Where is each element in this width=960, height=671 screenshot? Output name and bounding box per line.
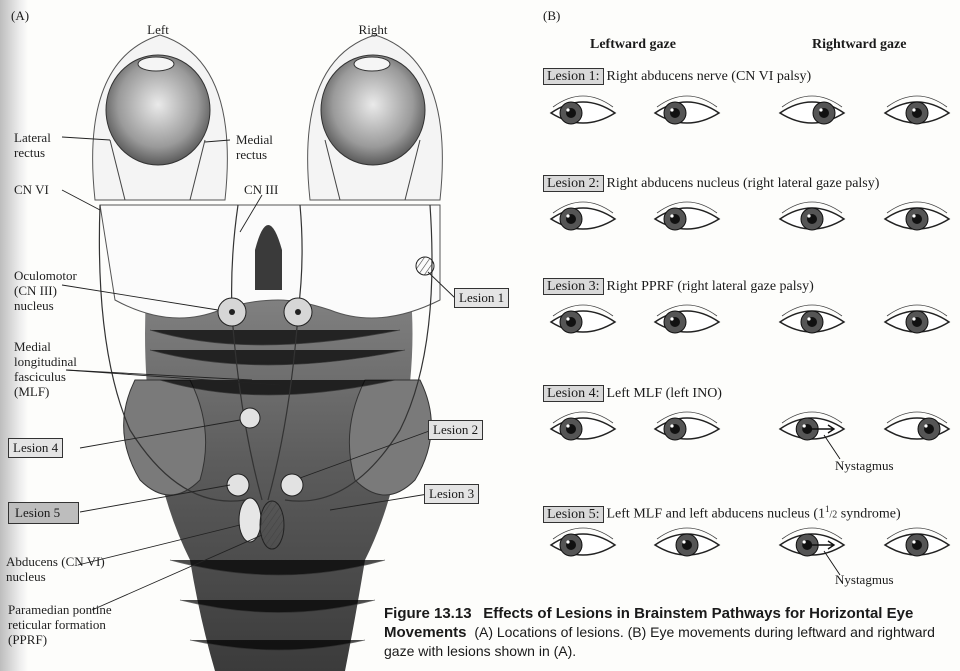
mlf-node-4: [239, 407, 261, 429]
gaze-eye: [778, 201, 846, 231]
gaze-eye: [883, 527, 951, 557]
gaze-eye: [653, 304, 721, 334]
medial-rectus-label: Medial rectus: [236, 132, 273, 162]
gaze-eye: [653, 411, 721, 441]
lesion-3-label: Lesion 3: [424, 484, 480, 504]
nerve-pathways: [98, 204, 433, 502]
left-eye-orbit: [92, 34, 228, 201]
oculomotor-label: Oculomotor (CN III) nucleus: [14, 268, 77, 313]
right-eye-orbit: [307, 34, 443, 201]
gaze-eye: [549, 95, 617, 125]
gaze-eye: [883, 201, 951, 231]
row-lesion-3: Lesion 3:Right PPRF (right lateral gaze …: [543, 278, 814, 296]
lesion-1-label: Lesion 1: [454, 288, 510, 308]
cn-vi-label: CN VI: [14, 182, 49, 197]
row-lesion-1: Lesion 1:Right abducens nerve (CN VI pal…: [543, 68, 811, 86]
leader-lines: [61, 136, 456, 611]
gaze-eye: [778, 95, 846, 125]
left-peduncle: [123, 379, 207, 496]
right-peduncle: [348, 379, 432, 496]
page-edge-shadow: [0, 0, 28, 671]
gaze-eye: [883, 411, 951, 441]
gaze-eye: [778, 304, 846, 334]
rightward-gaze-header: Rightward gaze: [812, 37, 907, 52]
panel-b-tag: (B): [543, 8, 561, 23]
gaze-eye: [549, 411, 617, 441]
lesion-1-marker: [415, 256, 435, 276]
figure-caption: Figure 13.13 Effects of Lesions in Brain…: [384, 604, 954, 661]
mlf-label: Medial longitudinal fasciculus (MLF): [14, 339, 77, 399]
nystagmus-leader: [823, 550, 841, 576]
abducens-nucleus-left: [226, 473, 250, 497]
abducens-label: Abducens (CN VI) nucleus: [6, 554, 105, 584]
pprf-right: [259, 500, 285, 550]
panel-a-tag: (A): [11, 8, 30, 23]
pprf-label: Paramedian pontine reticular formation (…: [8, 602, 112, 647]
leftward-gaze-header: Leftward gaze: [590, 37, 676, 52]
right-label: Right: [358, 22, 388, 37]
lesion-2-label: Lesion 2: [428, 420, 484, 440]
gaze-eye: [653, 95, 721, 125]
gaze-eye: [549, 304, 617, 334]
gaze-eye: [778, 411, 846, 441]
nystagmus-arrow: [810, 540, 836, 550]
gaze-eye: [883, 95, 951, 125]
gaze-eye: [778, 527, 846, 557]
row-lesion-5: Lesion 5:Left MLF and left abducens nucl…: [543, 500, 901, 525]
gaze-eye: [653, 527, 721, 557]
figure-number: Figure 13.13: [384, 605, 472, 622]
figure-title: Effects of Lesions in Brainstem Pathways…: [384, 605, 914, 641]
gaze-eye-grid: [549, 95, 951, 576]
nystagmus-arrow: [810, 424, 836, 434]
lesion-5-label: Lesion 5: [8, 502, 80, 524]
aqueduct-notch: [255, 225, 282, 290]
lateral-rectus-label: Lateral rectus: [14, 130, 51, 160]
gaze-eye: [549, 527, 617, 557]
row-lesion-2: Lesion 2:Right abducens nucleus (right l…: [543, 175, 879, 193]
gaze-eye: [883, 304, 951, 334]
figure-body: (A) Locations of lesions. (B) Eye moveme…: [384, 624, 935, 659]
abducens-nucleus-right: [280, 473, 304, 497]
lesion-4-label: Lesion 4: [8, 438, 64, 458]
nystagmus-label-5: Nystagmus: [835, 572, 894, 587]
nystagmus-label-4: Nystagmus: [835, 458, 894, 473]
row-lesion-4: Lesion 4:Left MLF (left INO): [543, 385, 722, 403]
gaze-eye: [653, 201, 721, 231]
fiber-striations: [149, 329, 406, 651]
nystagmus-leader: [823, 434, 841, 460]
left-label: Left: [147, 22, 169, 37]
gaze-eye: [549, 201, 617, 231]
cn-iii-label: CN III: [244, 182, 279, 197]
pprf-left: [238, 497, 262, 543]
